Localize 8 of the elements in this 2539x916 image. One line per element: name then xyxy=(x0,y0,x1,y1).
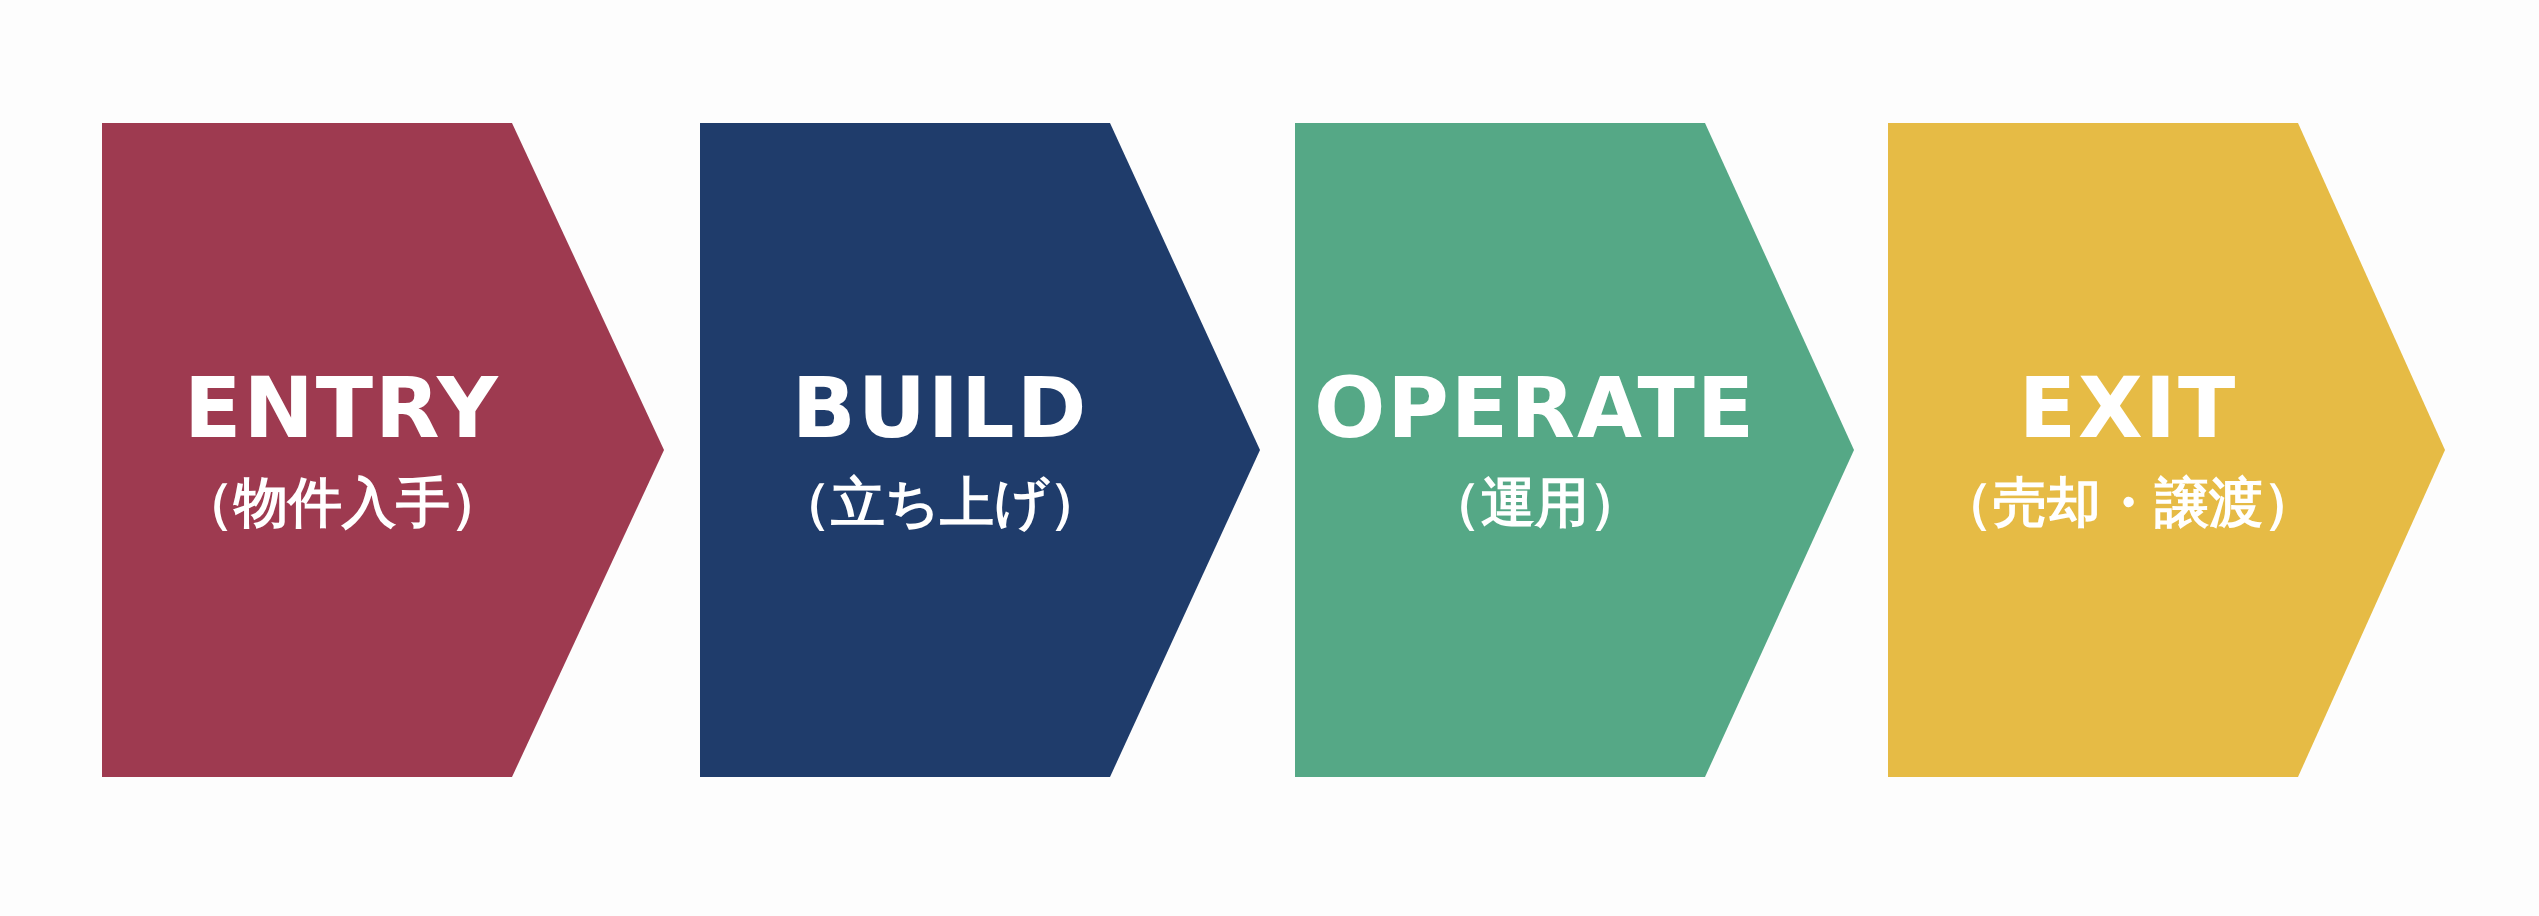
stage-subtitle: （売却・譲渡） xyxy=(1939,470,2317,537)
stage-subtitle: （運用） xyxy=(1427,470,1643,537)
stage-title: EXIT xyxy=(2018,361,2238,455)
stage-subtitle: （立ち上げ） xyxy=(777,470,1103,537)
stage-subtitle: （物件入手） xyxy=(180,470,504,537)
stage-title: OPERATE xyxy=(1313,361,1757,455)
stage-title: BUILD xyxy=(791,361,1089,455)
stage-title: ENTRY xyxy=(184,361,500,455)
